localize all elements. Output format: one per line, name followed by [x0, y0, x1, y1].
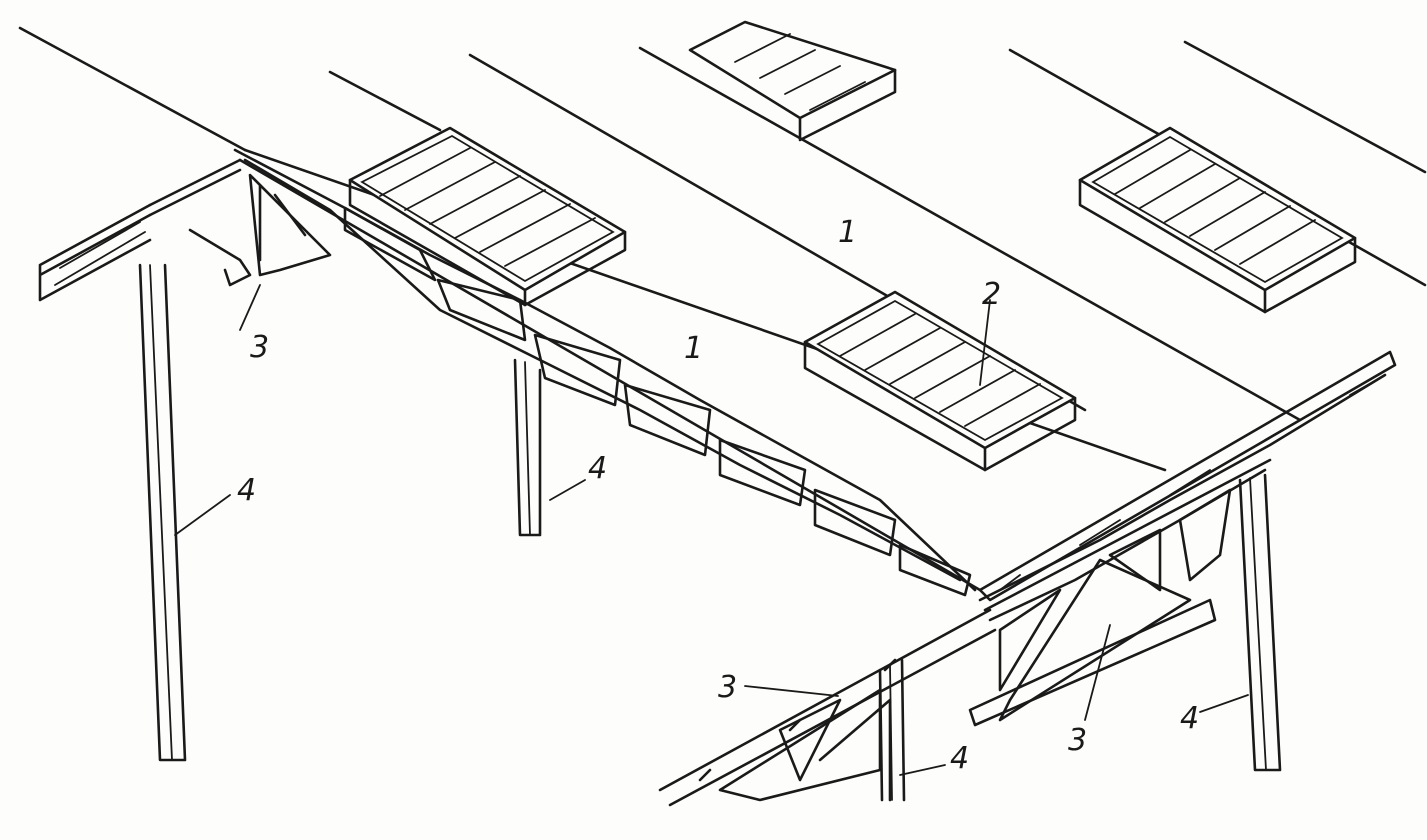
label-column-right: 4: [1180, 701, 1199, 736]
roof-slab-lines: [18, 26, 1427, 592]
label-column-front: 4: [950, 741, 969, 776]
column-front: [878, 658, 906, 802]
skylight-far: [688, 20, 897, 142]
label-slab-upper: 1: [838, 215, 857, 250]
label-column-left: 4: [237, 473, 256, 508]
label-truss-front-b: 3: [1068, 723, 1087, 758]
truss-front: [658, 373, 1387, 807]
label-truss-front-a: 3: [718, 670, 737, 705]
skylight-center: [803, 290, 1077, 472]
skylight-left: [348, 126, 627, 307]
truss-left: [38, 148, 977, 597]
leader-lines: [174, 284, 1249, 776]
label-truss-left: 3: [250, 330, 269, 365]
label-skylight: 2: [982, 277, 1001, 312]
column-right: [1238, 473, 1282, 772]
skylight-right: [1078, 126, 1357, 314]
column-mid: [513, 358, 542, 537]
labels: 1 1 2 3 3 3 4 4 4 4: [237, 215, 1199, 776]
label-slab-lower: 1: [684, 331, 703, 366]
column-left: [138, 263, 187, 762]
label-column-mid: 4: [588, 451, 607, 486]
